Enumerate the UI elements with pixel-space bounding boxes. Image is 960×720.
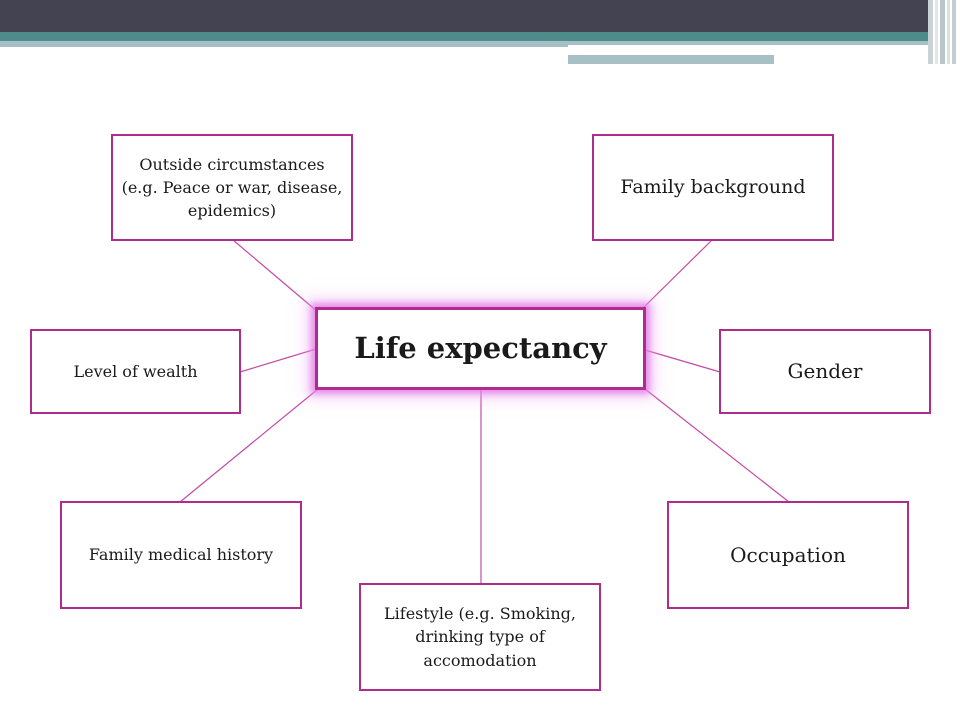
node-level-of-wealth-label: Level of wealth [73,361,198,381]
center-node-label: Life expectancy [354,331,607,366]
node-outside-circumstances-label: Outside circumstances (e.g. Peace or war… [121,154,343,221]
header-band-light [0,41,568,47]
header-band-teal [0,32,928,41]
connector-gender [644,349,721,373]
node-occupation-label: Occupation [730,542,846,567]
connector-occupation [644,388,790,503]
node-family-background-label: Family background [620,175,806,198]
header-band-light-right [568,41,928,45]
node-gender-label: Gender [787,359,863,383]
header-stripes [928,0,960,64]
node-lifestyle: Lifestyle (e.g. Smoking, drinking type o… [359,583,601,691]
node-family-medical-history-label: Family medical history [88,545,274,565]
connector-family-medical-history [179,388,319,503]
node-occupation: Occupation [667,501,909,609]
connector-family-background [643,239,713,308]
header-band-short [568,55,774,64]
header-line [568,49,888,52]
center-node-life-expectancy: Life expectancy [315,307,646,390]
node-gender: Gender [719,329,931,414]
header-band-dark [0,0,928,32]
connector-outside-circumstances [232,239,319,313]
node-outside-circumstances: Outside circumstances (e.g. Peace or war… [111,134,353,241]
node-lifestyle-label: Lifestyle (e.g. Smoking, drinking type o… [384,604,576,670]
connector-level-of-wealth [239,348,317,373]
node-family-background: Family background [592,134,834,241]
node-family-medical-history: Family medical history [60,501,302,609]
node-level-of-wealth: Level of wealth [30,329,241,414]
